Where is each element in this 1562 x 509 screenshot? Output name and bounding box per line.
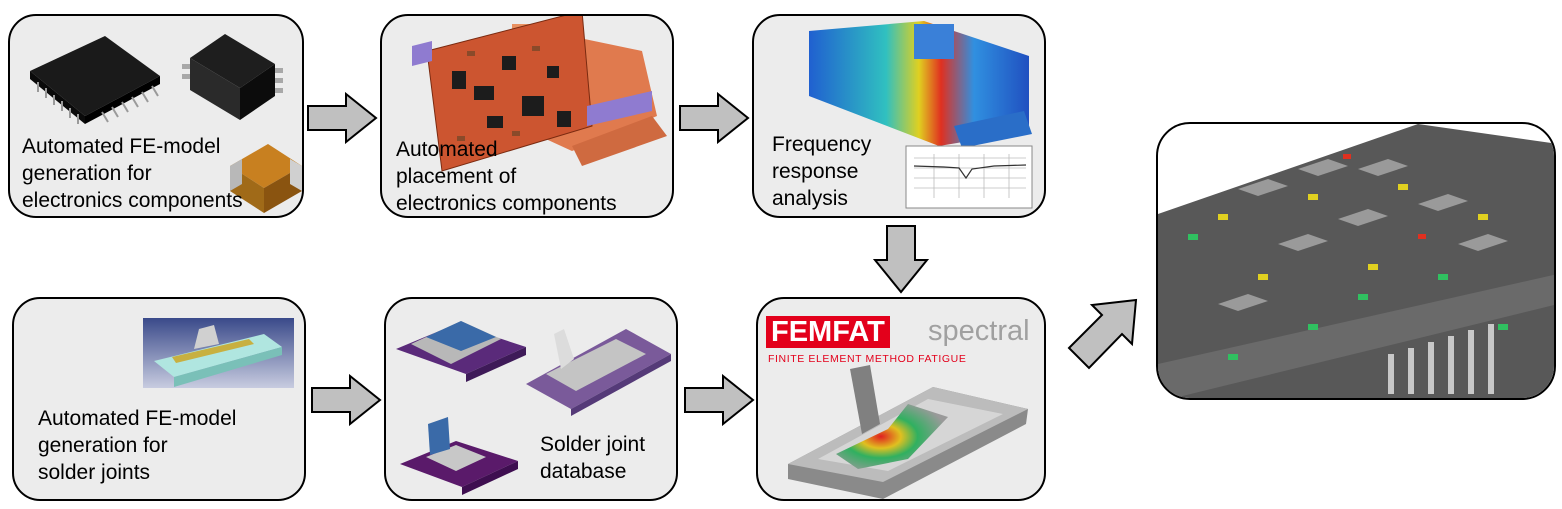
arrow-diagonal-icon xyxy=(1067,298,1138,370)
box-placement: Automated placement of electronics compo… xyxy=(380,14,674,218)
box-solder-model: Automated FE-model generation for solder… xyxy=(12,297,306,501)
box-frequency: Frequency response analysis xyxy=(752,14,1046,218)
box-femfat: FEMFAT spectral FINITE ELEMENT METHOD FA… xyxy=(756,297,1046,501)
frequency-result-image xyxy=(809,21,1033,209)
ic-chips-image xyxy=(30,34,302,213)
box-solder-db-label: Solder joint database xyxy=(540,433,646,483)
solder-db-image xyxy=(396,321,671,495)
solder-model-image xyxy=(143,318,294,388)
femfat-logo-suffix: spectral xyxy=(928,315,1030,347)
box-solder-db: Solder joint database xyxy=(384,297,678,501)
pcb-assembly-image xyxy=(412,16,667,172)
box-components-model-label: Automated FE-model generation for electr… xyxy=(22,135,243,212)
arrow-right-icon xyxy=(679,92,750,144)
arrow-right-icon xyxy=(307,92,378,144)
solder-fatigue-image xyxy=(788,365,1028,499)
box-placement-label: Automated placement of electronics compo… xyxy=(396,138,617,215)
box-components-model: Automated FE-model generation for electr… xyxy=(8,14,304,218)
femfat-logo-text: FEMFAT xyxy=(771,316,885,348)
pcb-result-image xyxy=(1158,124,1554,398)
arrow-right-icon xyxy=(311,374,382,426)
box-solder-model-label: Automated FE-model generation for solder… xyxy=(38,407,237,484)
arrow-right-icon xyxy=(684,374,755,426)
femfat-tagline: FINITE ELEMENT METHOD FATIGUE xyxy=(768,353,967,365)
box-frequency-label: Frequency response analysis xyxy=(772,133,872,210)
arrow-down-icon xyxy=(873,225,929,294)
box-pcb-result xyxy=(1156,122,1556,400)
femfat-logo: FEMFAT xyxy=(766,316,890,348)
